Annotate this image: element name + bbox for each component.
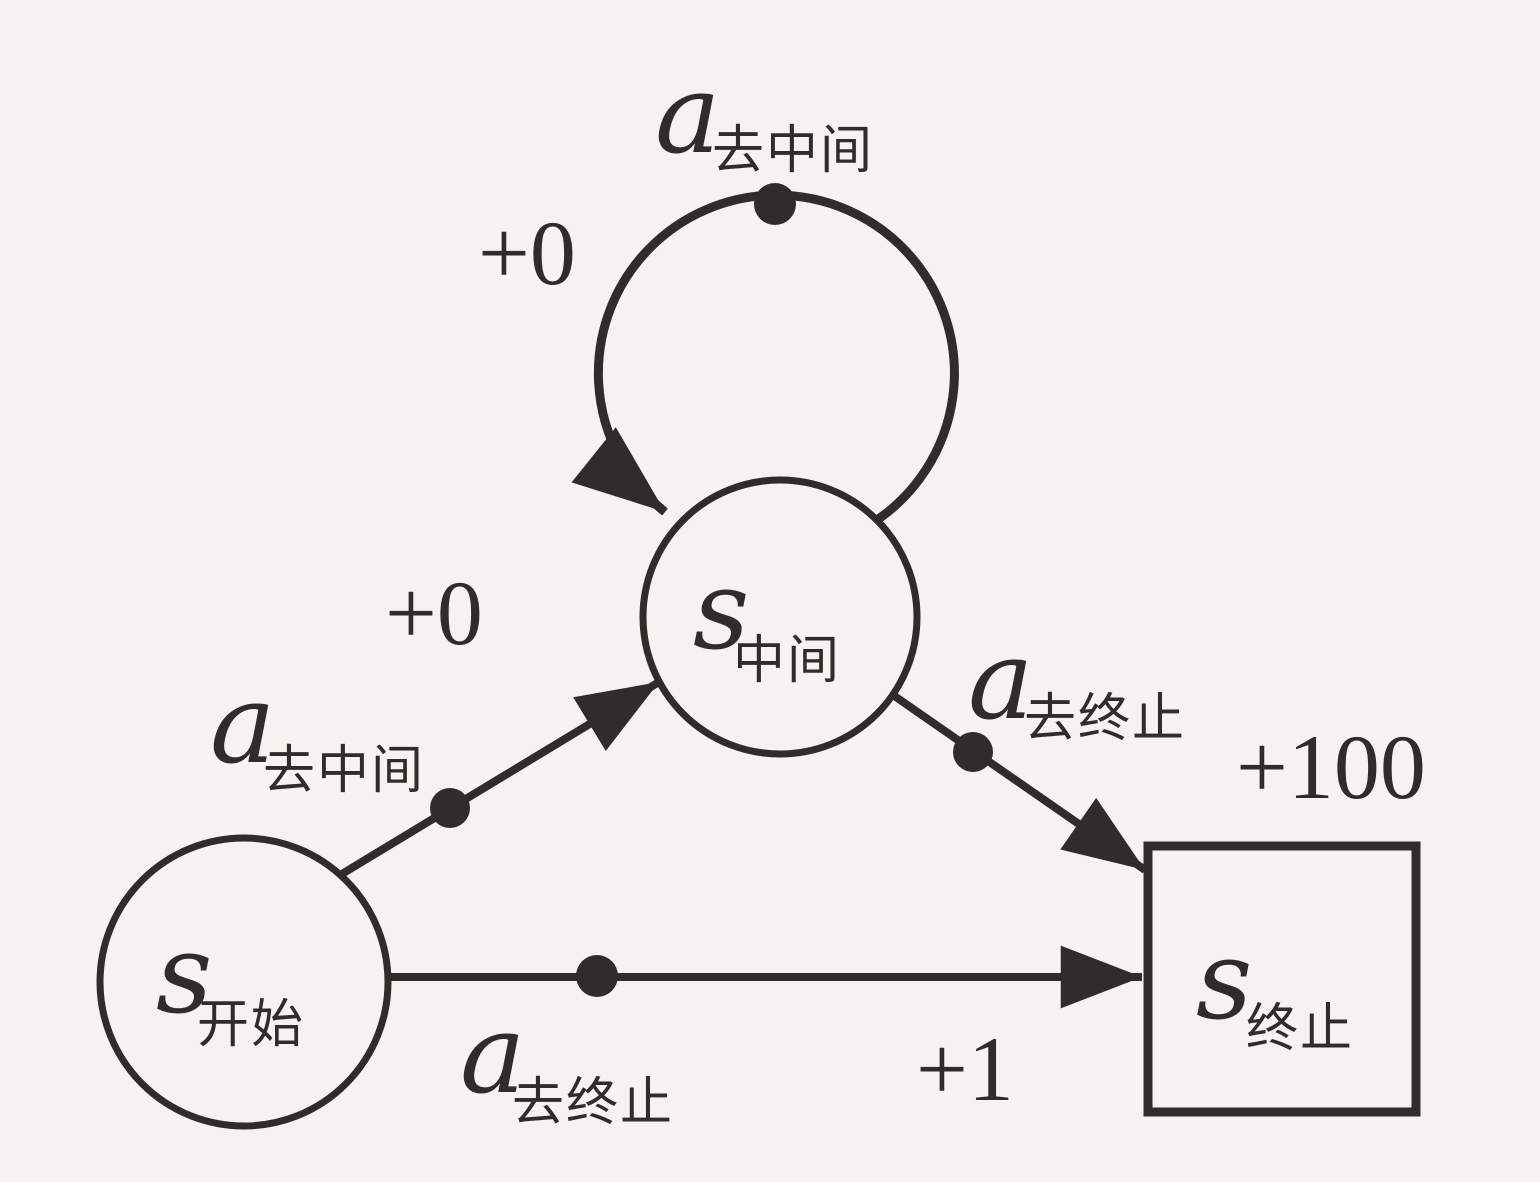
state-label-terminal-sub: 终止 [1246,999,1354,1059]
edge-label-middle-to-terminal-reward: +100 [1236,716,1426,818]
edge-label-middle-to-terminal-action-sub: 去终止 [1024,689,1186,749]
state-node-middle [639,476,921,758]
action-dot-self-loop [754,183,796,225]
state-node-terminal [1143,841,1421,1117]
action-dot-middle-to-terminal [953,732,993,772]
state-label-start-sub: 开始 [197,995,305,1055]
edge-middle-to-terminal [890,691,1148,874]
edge-label-start-to-terminal-action-main: a [460,990,526,1118]
state-node-start [96,834,392,1130]
edge-start-to-middle [329,678,662,884]
edge-label-start-to-middle-action-sub: 去中间 [263,741,425,801]
edge-label-self-loop-reward: +0 [478,202,576,304]
edge-label-start-to-terminal-action-sub: 去终止 [512,1073,674,1133]
state-label-terminal-main: s [1196,916,1252,1044]
edge-label-self-loop-action-sub: 去中间 [712,121,874,181]
edge-label-middle-to-terminal-action-main: a [968,616,1034,744]
edge-label-self-loop-action-main: a [655,50,721,178]
state-label-middle-sub: 中间 [733,631,841,691]
action-dot-start-to-middle [430,788,470,828]
edge-label-start-to-middle-action-main: a [210,660,276,788]
edge-label-start-to-middle-reward: +0 [385,562,483,664]
state-label-start-main: s [156,910,212,1038]
action-dot-start-to-terminal [576,955,618,997]
state-label-middle-main: s [693,546,749,674]
edge-label-start-to-terminal-reward: +1 [916,1018,1014,1120]
